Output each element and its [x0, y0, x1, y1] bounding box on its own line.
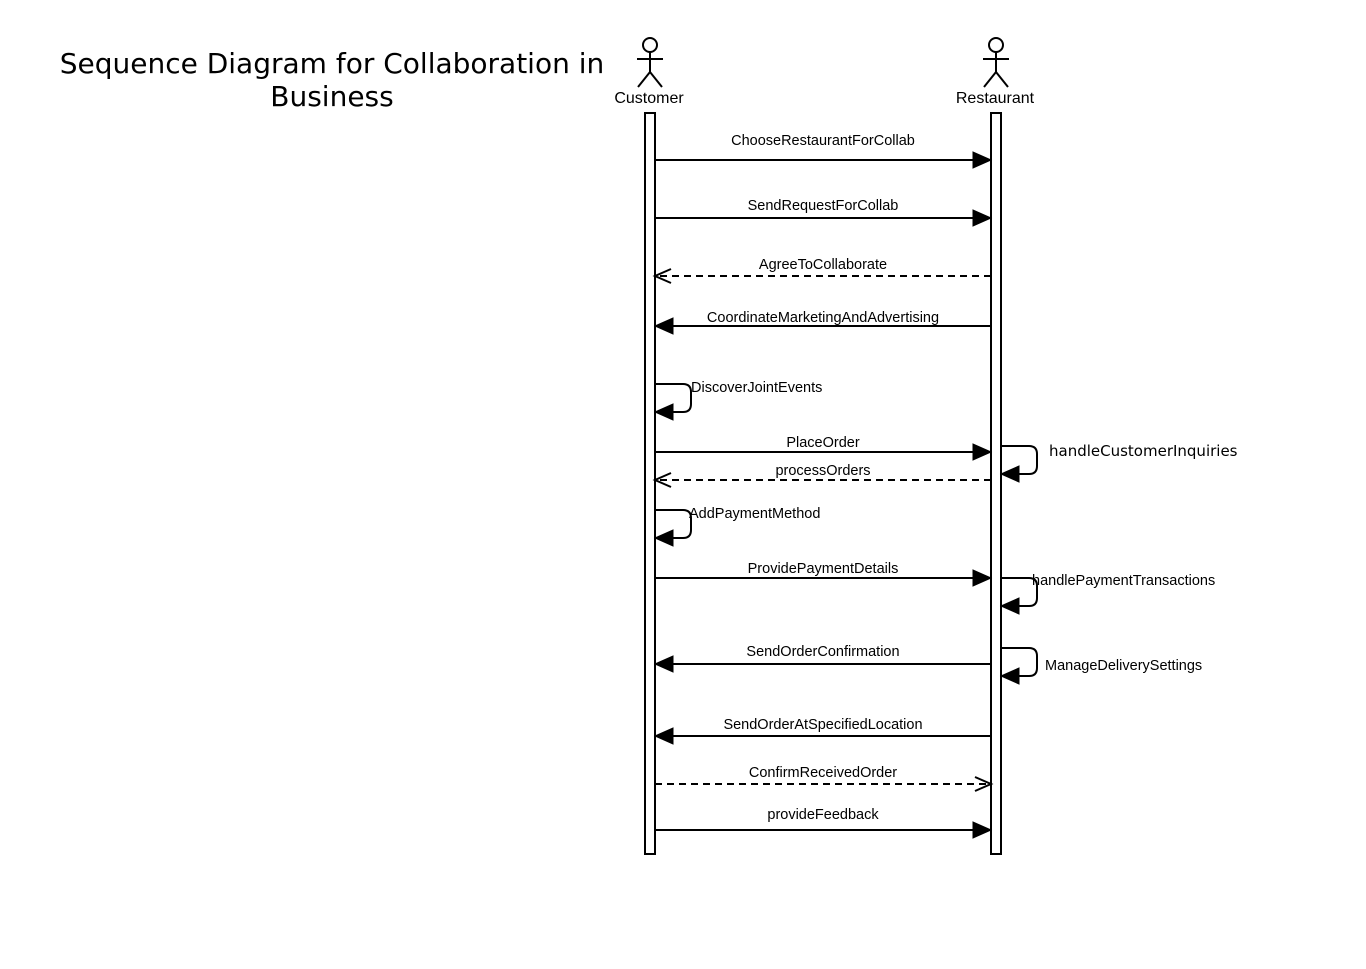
- stick-figure-icon: [983, 37, 1009, 88]
- filled-arrowhead-icon: [972, 151, 993, 169]
- message-sync: ProvidePaymentDetails: [655, 561, 993, 587]
- message-sync: SendOrderConfirmation: [653, 644, 991, 673]
- self-message-loop: [1001, 445, 1038, 475]
- message-self: ManageDeliverySettings: [999, 647, 1202, 685]
- message-sync: provideFeedback: [655, 807, 993, 839]
- open-arrowhead-icon: [974, 776, 994, 792]
- filled-arrowhead-icon: [653, 403, 674, 421]
- message-sync: SendRequestForCollab: [655, 198, 993, 227]
- message-label: processOrders: [775, 463, 870, 479]
- filled-arrowhead-icon: [972, 209, 993, 227]
- activation-bar-restaurant: [990, 112, 1002, 855]
- diagram-title-line-2: Business: [270, 80, 393, 113]
- self-message-loop: [655, 383, 692, 413]
- message-sync: SendOrderAtSpecifiedLocation: [653, 717, 991, 745]
- stick-figure-icon: [637, 37, 663, 88]
- filled-arrowhead-icon: [653, 317, 674, 335]
- diagram-title-line-1: Sequence Diagram for Collaboration in: [60, 47, 605, 80]
- filled-arrowhead-icon: [999, 465, 1020, 483]
- message-group: ChooseRestaurantForCollabSendRequestForC…: [652, 133, 1238, 839]
- activation-bar-customer: [644, 112, 656, 855]
- message-label: ChooseRestaurantForCollab: [731, 133, 915, 149]
- message-label: CoordinateMarketingAndAdvertising: [707, 310, 939, 326]
- message-reply: processOrders: [652, 463, 991, 488]
- filled-arrowhead-icon: [653, 655, 674, 673]
- self-message-loop: [1001, 577, 1038, 607]
- message-self: DiscoverJointEvents: [653, 380, 822, 421]
- message-label: SendRequestForCollab: [748, 198, 899, 214]
- message-reply: ConfirmReceivedOrder: [655, 765, 994, 792]
- filled-arrowhead-icon: [972, 569, 993, 587]
- message-reply: AgreeToCollaborate: [652, 257, 991, 284]
- message-self: AddPaymentMethod: [653, 506, 820, 547]
- filled-arrowhead-icon: [972, 821, 993, 839]
- actor-restaurant: Restaurant: [956, 37, 1035, 107]
- message-self: handlePaymentTransactions: [999, 573, 1215, 615]
- message-label: PlaceOrder: [786, 435, 860, 451]
- open-arrowhead-icon: [652, 472, 672, 488]
- message-self: handleCustomerInquiries: [999, 442, 1238, 483]
- message-label: provideFeedback: [767, 807, 879, 823]
- actor-customer: Customer: [614, 37, 684, 107]
- message-label: AddPaymentMethod: [689, 506, 820, 522]
- actor-label-restaurant: Restaurant: [956, 90, 1035, 107]
- filled-arrowhead-icon: [653, 727, 674, 745]
- message-label: SendOrderAtSpecifiedLocation: [723, 717, 922, 733]
- actor-label-customer: Customer: [614, 90, 684, 107]
- message-label: ProvidePaymentDetails: [748, 561, 899, 577]
- message-sync: PlaceOrder: [655, 435, 993, 461]
- open-arrowhead-icon: [652, 268, 672, 284]
- filled-arrowhead-icon: [999, 667, 1020, 685]
- message-label: SendOrderConfirmation: [746, 644, 899, 660]
- filled-arrowhead-icon: [653, 529, 674, 547]
- message-label: handlePaymentTransactions: [1032, 573, 1215, 589]
- message-label: DiscoverJointEvents: [691, 380, 822, 396]
- message-sync: CoordinateMarketingAndAdvertising: [653, 310, 991, 335]
- message-label: ConfirmReceivedOrder: [749, 765, 897, 781]
- filled-arrowhead-icon: [972, 443, 993, 461]
- filled-arrowhead-icon: [999, 597, 1020, 615]
- self-message-loop: [1001, 647, 1038, 677]
- message-sync: ChooseRestaurantForCollab: [655, 133, 993, 169]
- message-label: AgreeToCollaborate: [759, 257, 887, 273]
- message-label: handleCustomerInquiries: [1049, 442, 1238, 460]
- message-label: ManageDeliverySettings: [1045, 658, 1202, 674]
- self-message-loop: [655, 509, 692, 539]
